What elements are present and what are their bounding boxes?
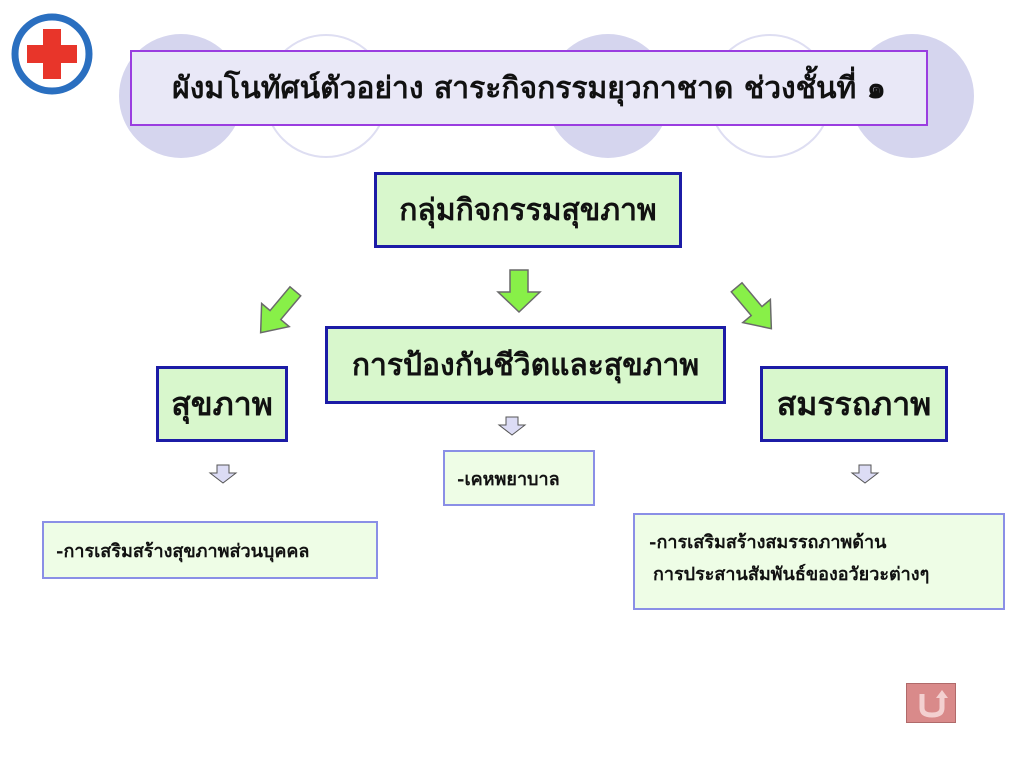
leaf-fitness-coordination: -การเสริมสร้างสมรรถภาพด้าน การประสานสัมพ… <box>633 513 1005 610</box>
branch-node-protection: การป้องกันชีวิตและสุขภาพ <box>325 326 726 404</box>
leaf-text-line: การประสานสัมพันธ์ของอวัยวะต่างๆ <box>653 564 930 585</box>
leaf-text: -การเสริมสร้างสุขภาพส่วนบุคคล <box>56 540 310 562</box>
leaf-personal-health: -การเสริมสร้างสุขภาพส่วนบุคคล <box>42 521 378 579</box>
arrow-down-left-icon <box>259 285 302 334</box>
page-title: ผังมโนทัศน์ตัวอย่าง สาระกิจกรรมยุวกาชาด … <box>130 50 928 126</box>
leaf-home-nursing: -เคหพยาบาล <box>443 450 595 506</box>
arrow-down-right-icon <box>730 281 773 330</box>
branch-node-fitness: สมรรถภาพ <box>760 366 948 442</box>
root-node: กลุ่มกิจกรรมสุขภาพ <box>374 172 682 248</box>
leaf-text-line: -การเสริมสร้างสมรรถภาพด้าน <box>649 532 887 553</box>
return-button[interactable] <box>906 683 956 723</box>
red-cross-logo-icon <box>10 12 94 96</box>
small-arrow-down-icon <box>497 416 527 436</box>
return-icon <box>919 690 948 718</box>
leaf-text: -เคหพยาบาล <box>457 468 560 490</box>
small-arrow-down-icon <box>850 464 880 484</box>
branch-node-health: สุขภาพ <box>156 366 288 442</box>
arrow-down-icon <box>496 269 542 314</box>
small-arrow-down-icon <box>208 464 238 484</box>
